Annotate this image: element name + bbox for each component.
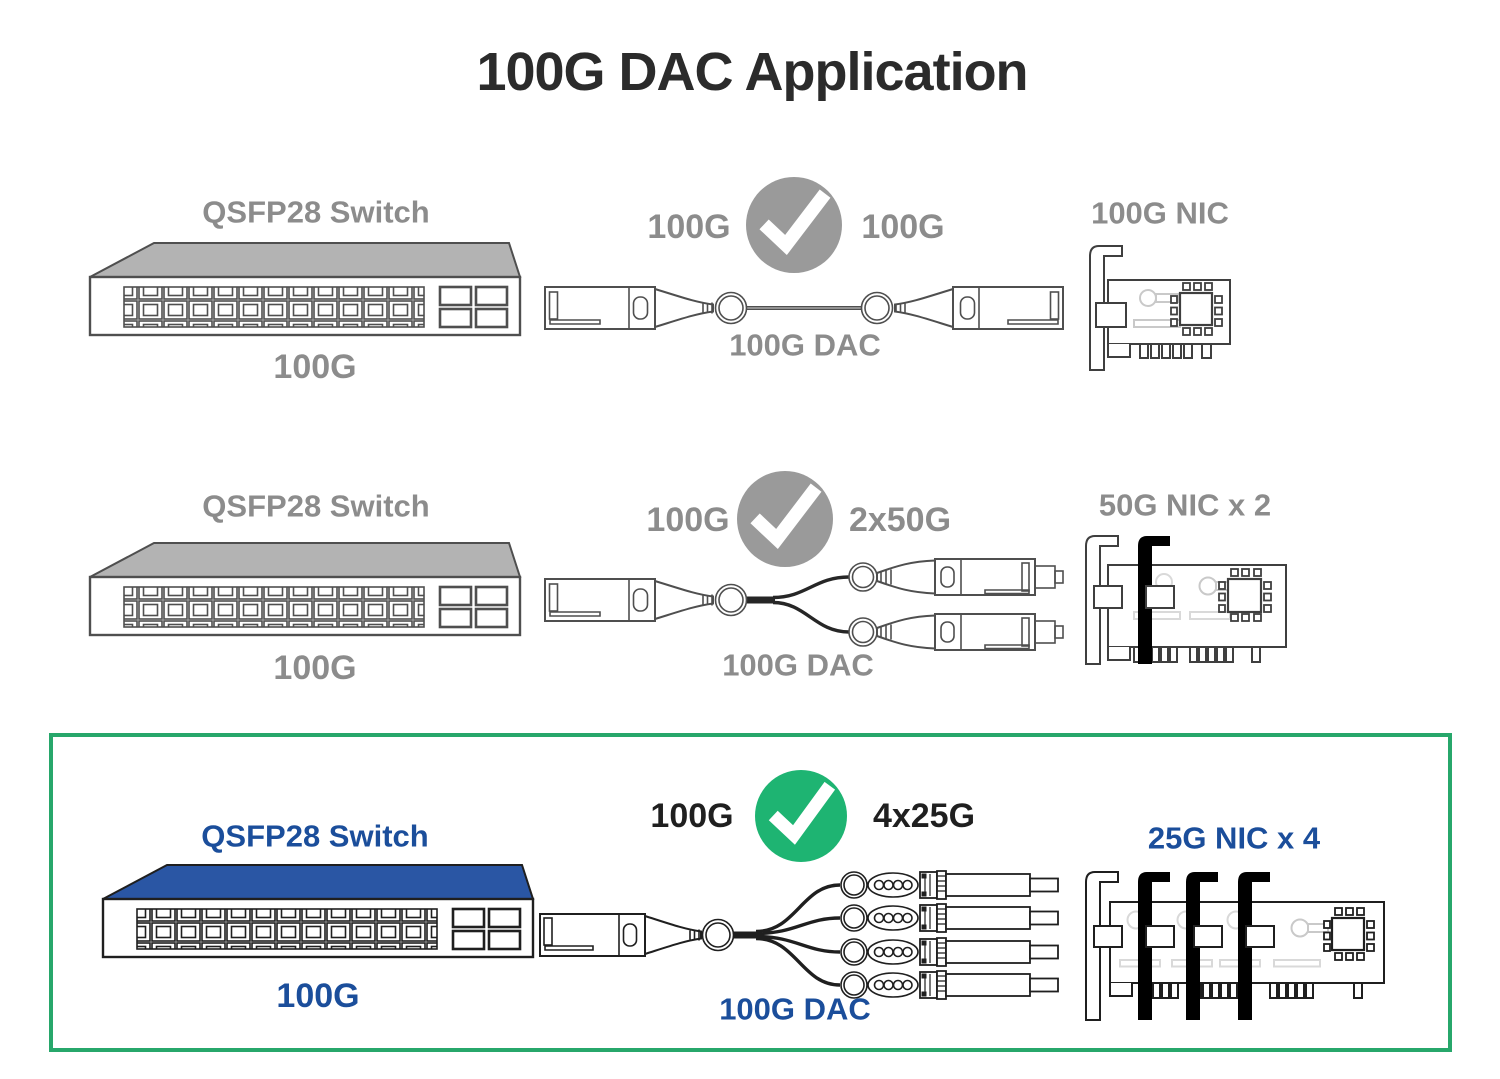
right-speed-label: 4x25G xyxy=(872,797,976,835)
right-speed-label: 2x50G xyxy=(848,501,952,539)
cable-label: 100G DAC xyxy=(729,327,881,363)
nic-label: 50G NIC x 2 xyxy=(1098,487,1272,523)
switch-speed-label: 100G xyxy=(273,348,357,386)
switch-label: QSFP28 Switch xyxy=(201,818,429,854)
check-icon xyxy=(746,177,842,273)
cable-label: 100G DAC xyxy=(722,647,874,683)
check-icon xyxy=(755,770,847,862)
qsfp28-switch-graphic-highlighted xyxy=(101,864,535,959)
left-speed-label: 100G xyxy=(646,501,730,539)
page-title: 100G DAC Application xyxy=(476,42,1028,102)
nic-card-graphic xyxy=(1089,245,1231,371)
qsfp28-switch-graphic xyxy=(88,542,522,637)
cable-label: 100G DAC xyxy=(719,991,871,1027)
switch-label: QSFP28 Switch xyxy=(202,488,430,524)
breakout-cable-4x-graphic xyxy=(539,870,1059,1000)
nic-label: 25G NIC x 4 xyxy=(1147,820,1321,856)
highlight-box xyxy=(49,733,1452,1052)
nic-card-x2-graphic xyxy=(1085,535,1287,665)
nic-card-x4-graphic xyxy=(1085,871,1385,1021)
breakout-cable-2x-graphic xyxy=(544,558,1064,651)
dac-cable-graphic xyxy=(544,286,1064,330)
switch-label: QSFP28 Switch xyxy=(202,194,430,230)
nic-label: 100G NIC xyxy=(1091,195,1229,231)
left-speed-label: 100G xyxy=(650,797,734,835)
switch-speed-label: 100G xyxy=(276,977,360,1015)
check-icon xyxy=(737,471,833,567)
switch-speed-label: 100G xyxy=(273,649,357,687)
qsfp28-switch-graphic xyxy=(88,242,522,337)
right-speed-label: 100G xyxy=(861,208,945,246)
left-speed-label: 100G xyxy=(647,208,731,246)
